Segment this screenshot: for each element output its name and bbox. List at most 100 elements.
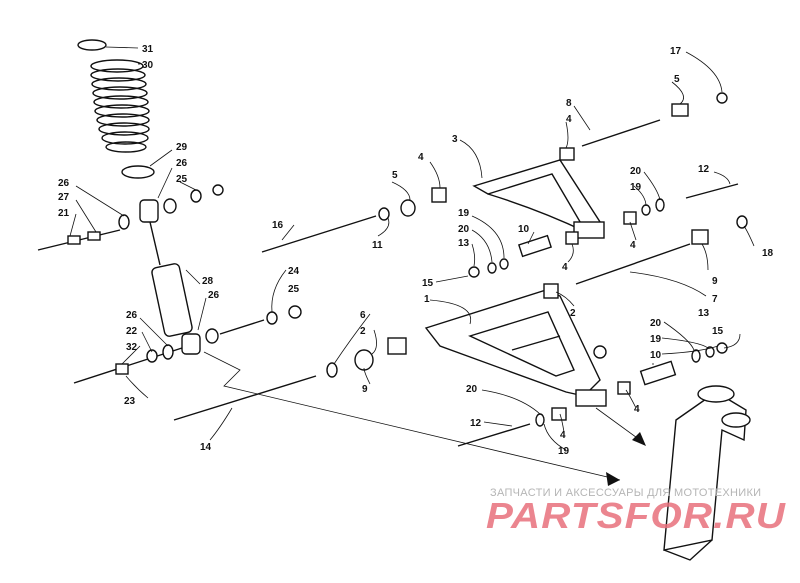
shock-body xyxy=(151,263,193,337)
spacer-10b xyxy=(639,360,677,386)
callout-label: 8 xyxy=(566,98,572,109)
shaft-8 xyxy=(581,119,661,147)
spacer-2b xyxy=(387,337,407,355)
spacer-4f xyxy=(551,407,567,421)
shock-mount-tab xyxy=(593,345,607,359)
assembly-arrowhead-1 xyxy=(606,472,620,486)
callout-label: 19 xyxy=(558,446,570,457)
shock-rod xyxy=(149,221,161,266)
washer-25 xyxy=(190,189,202,203)
nut-upper xyxy=(212,184,224,196)
callout-label: 12 xyxy=(470,418,482,429)
assembly-arrow-line xyxy=(203,351,621,481)
callout-label: 4 xyxy=(634,404,640,415)
upper-a-arm xyxy=(472,92,728,239)
callout-label: 30 xyxy=(142,60,154,71)
callout-label: 7 xyxy=(712,294,718,305)
callout-label: 18 xyxy=(762,248,774,259)
callout-label: 19 xyxy=(458,208,470,219)
spacer-10a xyxy=(517,234,553,258)
callout-label: 32 xyxy=(126,342,138,353)
callout-label: 20 xyxy=(458,224,470,235)
callout-label: 20 xyxy=(630,166,642,177)
washer-19c xyxy=(705,346,715,358)
callout-label: 13 xyxy=(458,238,470,249)
washer-27 xyxy=(67,235,81,245)
callout-label: 4 xyxy=(560,430,566,441)
callout-label: 4 xyxy=(566,114,572,125)
washer-6 xyxy=(326,362,338,378)
callout-label: 29 xyxy=(176,142,188,153)
watermark-brand: PARTSFOR.RU xyxy=(486,495,786,536)
callout-label: 25 xyxy=(176,174,188,185)
shaft-7 xyxy=(575,243,691,285)
callout-label: 6 xyxy=(360,310,366,321)
bushing-2a xyxy=(354,349,374,371)
spacer-4a xyxy=(431,187,447,203)
callout-label: 26 xyxy=(58,178,70,189)
callout-label: 12 xyxy=(698,164,710,175)
bushing-26d xyxy=(205,328,219,344)
bushing-5b xyxy=(671,103,689,117)
callout-label: 26 xyxy=(208,290,220,301)
spacer-4e xyxy=(617,381,631,395)
spindle xyxy=(663,385,751,561)
callout-label: 21 xyxy=(58,208,70,219)
callout-label: 26 xyxy=(176,158,188,169)
shock-absorber-assembly xyxy=(37,39,302,384)
spring-seat xyxy=(121,165,155,179)
callout-label: 10 xyxy=(518,224,530,235)
washer-19d xyxy=(535,413,545,427)
callout-label: 28 xyxy=(202,276,214,287)
upper-eye xyxy=(139,199,159,223)
callout-label: 25 xyxy=(288,284,300,295)
callout-label: 10 xyxy=(650,350,662,361)
upper-arm-pivot xyxy=(573,221,605,239)
callout-labels: 31 30 29 26 25 26 27 21 28 26 24 25 26 2… xyxy=(58,44,774,457)
spacer-23 xyxy=(115,363,129,375)
callout-label: 5 xyxy=(392,170,398,181)
callout-label: 14 xyxy=(200,442,212,453)
callout-label: 4 xyxy=(418,152,424,163)
nut-18 xyxy=(736,215,748,229)
callout-label: 4 xyxy=(630,240,636,251)
nut-15a xyxy=(468,266,480,278)
washer-20a xyxy=(655,198,665,212)
lower-eye xyxy=(181,333,201,355)
bolt-12a xyxy=(685,183,739,199)
bushing-2c xyxy=(543,283,559,299)
callout-label: 2 xyxy=(360,326,366,337)
bolt-16 xyxy=(261,215,377,253)
washer-19a xyxy=(641,204,651,216)
nut-15b xyxy=(716,342,728,354)
bolt-22 xyxy=(146,349,158,363)
washer-20c xyxy=(691,349,701,363)
washer-19b xyxy=(487,262,497,274)
lower-a-arm xyxy=(424,283,607,407)
callout-label: 17 xyxy=(670,46,682,57)
washer-26c xyxy=(162,344,174,360)
callout-label: 15 xyxy=(712,326,724,337)
bushing-5 xyxy=(400,199,416,217)
callout-label: 2 xyxy=(570,308,576,319)
spring-cap xyxy=(77,39,107,51)
spacer-4d xyxy=(565,231,579,245)
callout-label: 27 xyxy=(58,192,70,203)
callout-label: 13 xyxy=(698,308,710,319)
callout-label: 9 xyxy=(712,276,718,287)
callout-label: 20 xyxy=(650,318,662,329)
callout-label: 23 xyxy=(124,396,136,407)
watermark: ЗАПЧАСТИ И АКСЕССУАРЫ ДЛЯ МОТОТЕХНИКИ PA… xyxy=(486,487,786,536)
callout-label: 5 xyxy=(674,74,680,85)
spacer-4c xyxy=(623,211,637,225)
bushing-26b xyxy=(163,198,177,214)
washer-11 xyxy=(378,207,390,221)
callout-label: 1 xyxy=(424,294,430,305)
leader-lines xyxy=(69,46,755,451)
callout-label: 20 xyxy=(466,384,478,395)
callout-label: 11 xyxy=(372,240,383,251)
washer-26 xyxy=(118,214,130,230)
bushing-9 xyxy=(691,229,709,245)
